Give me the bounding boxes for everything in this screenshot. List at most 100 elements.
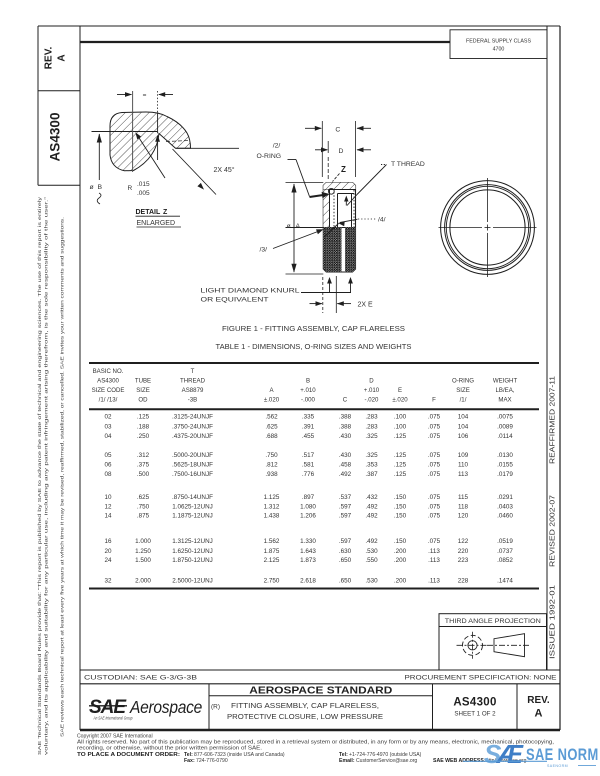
svg-text:115: 115 — [458, 494, 469, 501]
svg-text:.391: .391 — [302, 423, 315, 430]
svg-text:-.000: -.000 — [301, 397, 316, 404]
svg-text:THREAD: THREAD — [180, 378, 206, 385]
svg-text:.325: .325 — [365, 452, 378, 459]
svg-text:.113: .113 — [428, 548, 440, 555]
svg-text:104: 104 — [458, 414, 469, 421]
svg-text:AS8879: AS8879 — [182, 387, 204, 394]
svg-text:A: A — [269, 387, 274, 394]
svg-text:1.875: 1.875 — [264, 548, 280, 555]
svg-text:.597: .597 — [339, 513, 352, 520]
svg-text:08: 08 — [104, 471, 112, 478]
svg-text:Aerospace: Aerospace — [129, 697, 202, 717]
svg-text:.455: .455 — [302, 433, 315, 440]
svg-text:-.020: -.020 — [365, 397, 380, 404]
svg-text:A: A — [296, 223, 301, 230]
svg-text:.581: .581 — [302, 462, 315, 469]
svg-text:06: 06 — [104, 462, 112, 469]
svg-text:B: B — [306, 378, 310, 385]
svg-text:.7500-16UNJF: .7500-16UNJF — [172, 471, 213, 478]
svg-text:877-606-7323 (inside USA and C: 877-606-7323 (inside USA and Canada) — [194, 752, 285, 758]
svg-text:32: 32 — [104, 578, 112, 585]
svg-text:ø: ø — [287, 223, 291, 230]
svg-text:BASIC NO.: BASIC NO. — [93, 368, 124, 375]
svg-text:.625: .625 — [265, 423, 278, 430]
svg-text:724-776-0790: 724-776-0790 — [196, 758, 228, 764]
svg-text:.353: .353 — [365, 462, 378, 469]
svg-text:T: T — [191, 368, 195, 375]
svg-text:.1474: .1474 — [497, 578, 513, 585]
svg-text:.075: .075 — [428, 538, 441, 545]
svg-text:SAE WEB ADDRESS:: SAE WEB ADDRESS: — [433, 758, 486, 764]
svg-text:.750: .750 — [137, 503, 150, 510]
svg-text:.283: .283 — [365, 423, 378, 430]
svg-text:.387: .387 — [365, 471, 378, 478]
svg-text:14: 14 — [104, 513, 112, 520]
svg-text:B: B — [98, 184, 103, 191]
svg-text:.312: .312 — [137, 452, 150, 459]
svg-text:/1/ /13/: /1/ /13/ — [99, 397, 118, 404]
svg-text:SAENORM: SAENORM — [547, 764, 568, 768]
svg-text:ISSUED 1992-01: ISSUED 1992-01 — [548, 585, 557, 659]
svg-text:120: 120 — [458, 513, 469, 520]
svg-text:.562: .562 — [265, 414, 278, 421]
svg-text:.188: .188 — [137, 423, 150, 430]
svg-text:E: E — [398, 387, 402, 394]
svg-text:1.1875-12UNJ: 1.1875-12UNJ — [172, 513, 213, 520]
svg-text:2.750: 2.750 — [264, 578, 280, 585]
svg-text:LIGHT DIAMOND KNURL: LIGHT DIAMOND KNURL — [201, 288, 300, 295]
svg-text:F: F — [432, 397, 436, 404]
svg-text:REV.: REV. — [44, 47, 55, 70]
svg-text:223: 223 — [458, 557, 469, 564]
svg-text:.492: .492 — [365, 503, 378, 510]
svg-text:03: 03 — [104, 423, 112, 430]
svg-text:.0075: .0075 — [497, 414, 513, 421]
svg-text:110: 110 — [458, 462, 469, 469]
svg-text:.075: .075 — [428, 462, 441, 469]
svg-text:.125: .125 — [394, 462, 407, 469]
svg-text:+.010: +.010 — [300, 387, 316, 394]
svg-text:O-RING: O-RING — [452, 378, 474, 385]
svg-text:.075: .075 — [428, 433, 441, 440]
svg-text:.3750-24UNJF: .3750-24UNJF — [172, 423, 213, 430]
svg-text:FIGURE 1 - FITTING ASSEMBLY, C: FIGURE 1 - FITTING ASSEMBLY, CAP FLARELE… — [222, 324, 405, 333]
svg-text:.597: .597 — [339, 503, 352, 510]
svg-text:.0460: .0460 — [497, 513, 513, 520]
svg-text:TABLE 1 - DIMENSIONS, O-RING S: TABLE 1 - DIMENSIONS, O-RING SIZES AND W… — [216, 342, 412, 351]
svg-text:Fax:: Fax: — [184, 758, 195, 764]
svg-text:.283: .283 — [365, 414, 378, 421]
svg-text:.113: .113 — [428, 578, 440, 585]
svg-text:2.618: 2.618 — [300, 578, 316, 585]
svg-text:1.438: 1.438 — [264, 513, 280, 520]
svg-text:.597: .597 — [339, 538, 352, 545]
svg-text:.0291: .0291 — [497, 494, 513, 501]
svg-text:1.562: 1.562 — [264, 538, 280, 545]
svg-text:220: 220 — [458, 548, 469, 555]
svg-text:1.080: 1.080 — [300, 503, 316, 510]
svg-text:109: 109 — [458, 452, 469, 459]
svg-text:/2/: /2/ — [273, 143, 281, 150]
svg-text:.125: .125 — [137, 414, 150, 421]
svg-text:.492: .492 — [365, 513, 378, 520]
svg-text:.0852: .0852 — [497, 557, 513, 564]
svg-text:+1-724-776-4970 (outside USA): +1-724-776-4970 (outside USA) — [349, 752, 422, 758]
svg-text:-3B: -3B — [188, 397, 197, 404]
svg-text:A: A — [57, 54, 68, 61]
svg-text:.075: .075 — [428, 471, 441, 478]
svg-text:.0130: .0130 — [497, 452, 513, 459]
svg-text:1.206: 1.206 — [300, 513, 316, 520]
svg-text:.5000-20UNJF: .5000-20UNJF — [172, 452, 213, 459]
svg-text:WEIGHT: WEIGHT — [493, 378, 518, 385]
svg-text:122: 122 — [458, 538, 469, 545]
svg-text:.125: .125 — [394, 452, 407, 459]
svg-text:2X E: 2X E — [358, 302, 374, 309]
svg-text:1.8750-12UNJ: 1.8750-12UNJ — [172, 557, 213, 564]
svg-text:1.312: 1.312 — [264, 503, 280, 510]
svg-text:2X 45°: 2X 45° — [214, 166, 235, 174]
svg-text:.150: .150 — [394, 503, 407, 510]
svg-text:CUSTODIAN: SAE G-3/G-3B: CUSTODIAN: SAE G-3/G-3B — [84, 675, 197, 682]
svg-text:REVISED 2002-07: REVISED 2002-07 — [548, 495, 557, 567]
svg-text:113: 113 — [458, 471, 469, 478]
svg-text:MAX: MAX — [498, 397, 511, 404]
svg-text:THIRD ANGLE PROJECTION: THIRD ANGLE PROJECTION — [445, 618, 541, 625]
svg-text:.630: .630 — [339, 548, 352, 555]
